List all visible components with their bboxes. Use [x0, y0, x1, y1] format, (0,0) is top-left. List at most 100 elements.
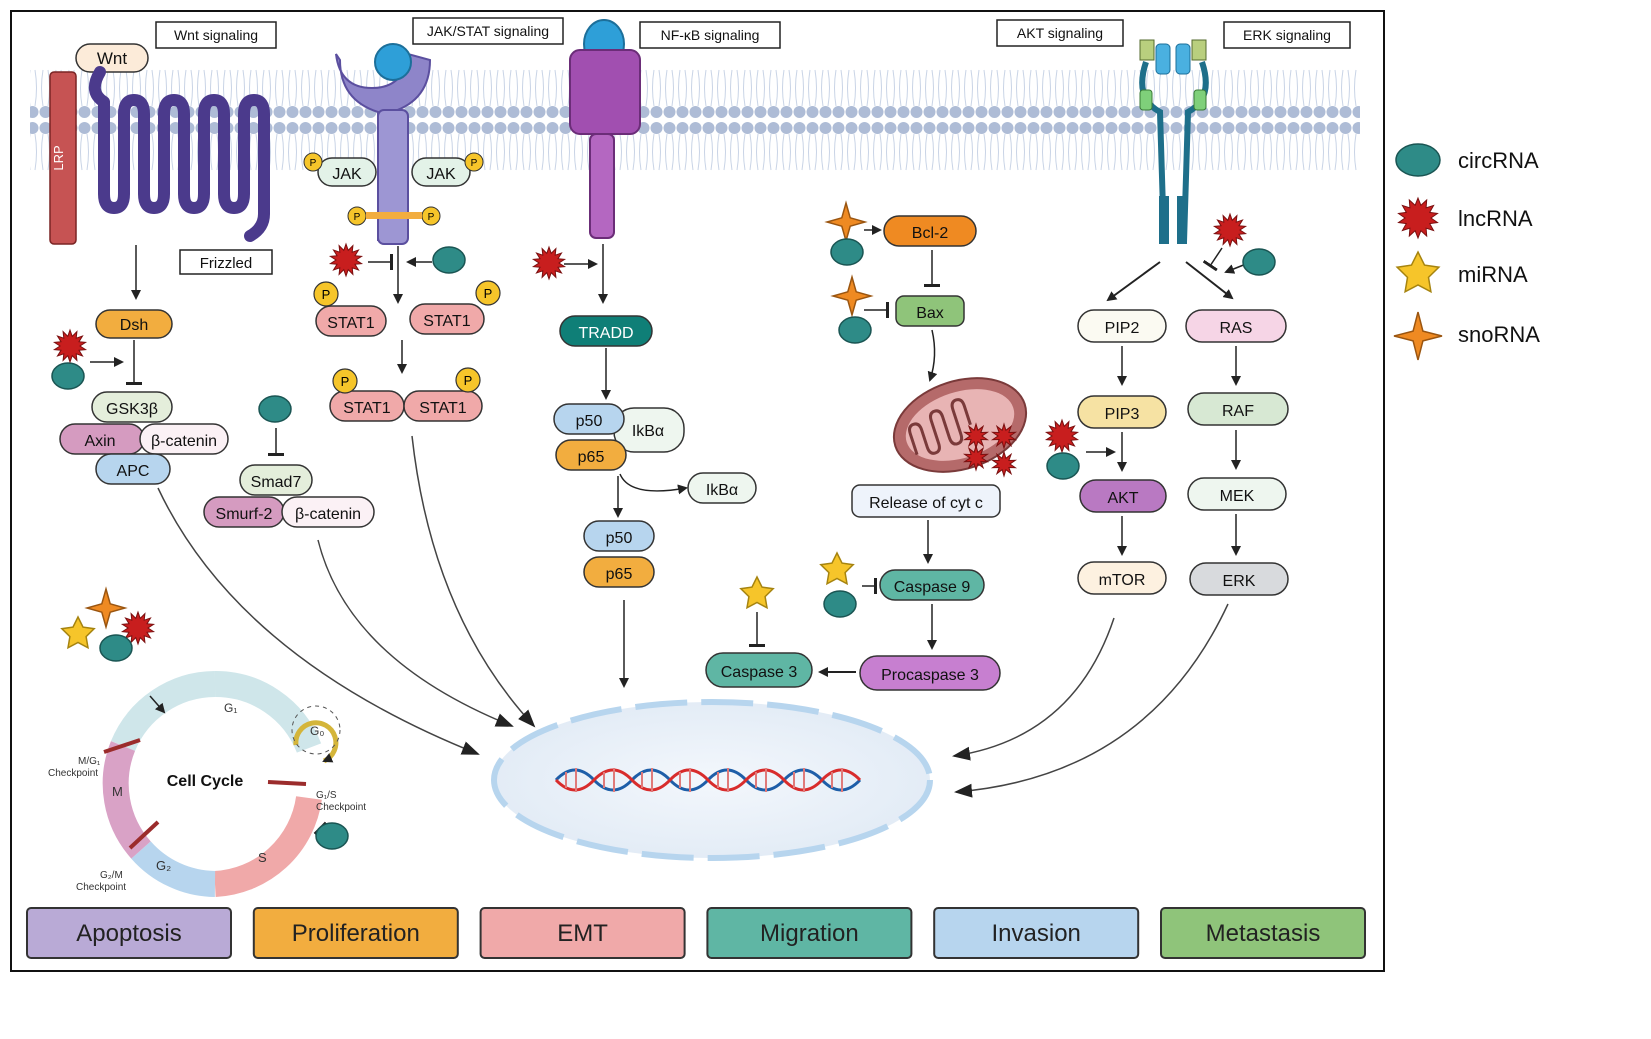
svg-text:G₁/S: G₁/S: [316, 790, 337, 801]
svg-text:MEK: MEK: [1220, 488, 1255, 505]
title-nfkb: NF-κB signaling: [639, 21, 781, 49]
lncrna-icon: [52, 328, 88, 364]
lncrna-icon: [531, 245, 567, 281]
legend-mirna-icon: [1395, 250, 1441, 294]
circrna-icon: [823, 590, 857, 618]
svg-text:RAS: RAS: [1220, 320, 1253, 337]
lncrna-icon: [328, 242, 364, 278]
mirna-icon: [739, 575, 775, 610]
svg-text:lncRNA: lncRNA: [1458, 206, 1533, 231]
mirna-icon: [819, 551, 855, 586]
lncrna-icon: [990, 450, 1018, 478]
caspase9-node: [879, 569, 985, 601]
svg-text:STAT1: STAT1: [419, 400, 467, 417]
svg-text:JAK/STAT signaling: JAK/STAT signaling: [427, 23, 549, 39]
svg-text:P: P: [428, 212, 435, 223]
svg-text:RAF: RAF: [1222, 403, 1254, 420]
smad7-node: [239, 464, 313, 496]
svg-text:Smurf-2: Smurf-2: [216, 506, 273, 523]
lncrna-icon: [1212, 212, 1248, 248]
circrna-icon: [830, 238, 864, 266]
mitochondrion: [892, 377, 1028, 473]
svg-text:JAK: JAK: [426, 166, 456, 183]
svg-text:P: P: [471, 158, 478, 169]
svg-text:p65: p65: [578, 449, 605, 466]
svg-text:M/G₁: M/G₁: [78, 756, 101, 767]
svg-text:STAT1: STAT1: [423, 313, 471, 330]
svg-text:STAT1: STAT1: [343, 400, 391, 417]
apc-node: [95, 453, 171, 485]
beta-catenin-node: [139, 423, 229, 455]
nucleus: [491, 699, 933, 861]
svg-text:P: P: [464, 373, 473, 388]
pip3-node: [1077, 395, 1167, 429]
cytc-node: [851, 484, 1001, 518]
legend: circRNA lncRNA miRNA snoRNA: [1393, 143, 1540, 361]
title-akt: AKT signaling: [996, 19, 1124, 47]
svg-text:Bax: Bax: [916, 305, 944, 322]
circrna-icon: [315, 822, 349, 850]
title-erk: ERK signaling: [1223, 21, 1351, 49]
svg-text:Checkpoint: Checkpoint: [48, 768, 98, 779]
svg-text:TRADD: TRADD: [578, 325, 633, 342]
raf-node: [1187, 392, 1289, 426]
svg-text:Caspase 3: Caspase 3: [721, 664, 798, 681]
svg-text:p65: p65: [606, 566, 633, 583]
svg-text:Smad7: Smad7: [251, 474, 302, 491]
circrna-icon: [99, 634, 133, 662]
svg-text:P: P: [354, 212, 361, 223]
svg-text:snoRNA: snoRNA: [1458, 322, 1540, 347]
title-wnt: Wnt signaling: [155, 21, 277, 49]
circrna-icon: [51, 362, 85, 390]
svg-text:Frizzled: Frizzled: [200, 255, 253, 272]
svg-text:ERK: ERK: [1223, 573, 1256, 590]
svg-text:G₁: G₁: [224, 701, 237, 715]
outcome-label: Apoptosis: [76, 920, 181, 947]
regulator-icons: [51, 200, 1276, 850]
erk-pathway: RAS RAF MEK ERK: [1185, 247, 1289, 596]
svg-text:Wnt: Wnt: [97, 49, 128, 68]
cell-membrane: [30, 66, 1360, 186]
svg-text:G₀: G₀: [310, 724, 324, 738]
svg-text:G₂: G₂: [156, 858, 171, 873]
outcome-box-proliferation: Proliferation: [252, 907, 459, 959]
svg-text:IkBα: IkBα: [706, 482, 738, 499]
akt-pathway: PIP2 PIP3 AKT mTOR: [1077, 261, 1167, 595]
lncrna-icon: [120, 610, 156, 646]
rtk-receptor: [1139, 39, 1209, 244]
frizzled-receptor: [88, 66, 270, 242]
svg-text:JAK: JAK: [332, 166, 362, 183]
svg-text:PIP3: PIP3: [1105, 406, 1140, 423]
svg-text:β-catenin: β-catenin: [295, 506, 361, 523]
svg-text:Procaspase 3: Procaspase 3: [881, 667, 979, 684]
circrna-icon: [432, 246, 466, 274]
svg-text:miRNA: miRNA: [1458, 262, 1528, 287]
svg-text:P: P: [341, 374, 350, 389]
gsk3b-node: [91, 391, 173, 423]
svg-text:APC: APC: [117, 463, 150, 480]
svg-text:Caspase 9: Caspase 9: [894, 579, 971, 596]
lrp-receptor: [49, 71, 77, 245]
svg-text:S: S: [258, 850, 267, 865]
bax-node: [895, 295, 965, 327]
svg-text:mTOR: mTOR: [1099, 572, 1146, 589]
outcome-label: Migration: [760, 920, 859, 947]
erk-node: [1189, 562, 1289, 596]
lncrna-icon: [990, 422, 1018, 450]
outcome-box-apoptosis: Apoptosis: [26, 907, 232, 959]
outcome-label: Proliferation: [292, 920, 420, 947]
svg-text:GSK3β: GSK3β: [106, 401, 158, 418]
mirna-icon: [60, 615, 96, 650]
lncrna-icon: [962, 444, 990, 472]
dsh-node: [95, 309, 173, 339]
circrna-icon: [258, 395, 292, 423]
jak-stat-pathway: JAK JAK P P P P STAT1 P STAT1 P STAT1 ST…: [303, 43, 501, 422]
mek-node: [1187, 477, 1287, 511]
nfkb-pathway: TRADD IkBα p50 p65 IkBα p50 p65: [553, 19, 757, 688]
svg-text:IkBα: IkBα: [632, 423, 664, 440]
snorna-icon: [830, 274, 874, 318]
procaspase3-node: [859, 655, 1001, 691]
outcome-label: EMT: [557, 920, 608, 947]
